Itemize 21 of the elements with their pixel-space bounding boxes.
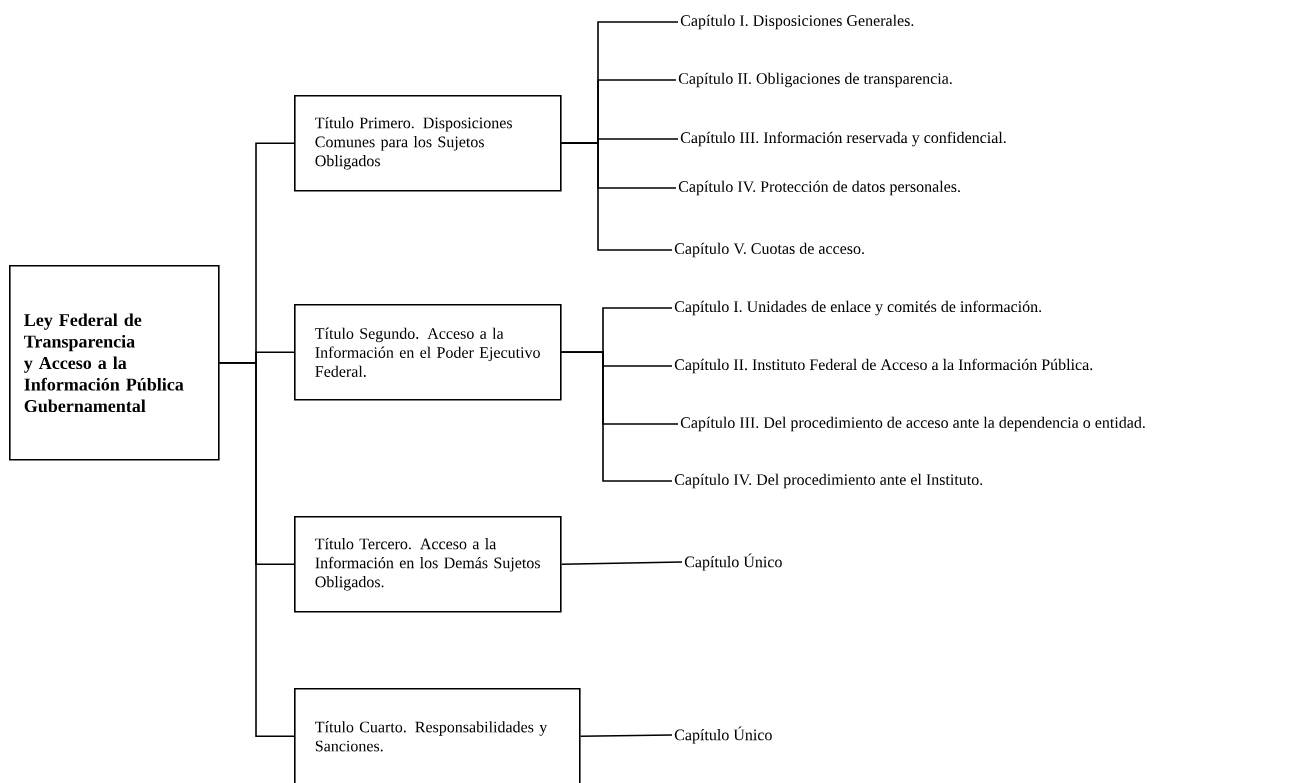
- chapter-label: Capítulo IV. Del procedimiento ante el Instituto.: [674, 473, 983, 489]
- chapter-label: Capítulo IV. Protección de datos personales.: [678, 180, 960, 196]
- chapter-label: Capítulo II. Instituto Federal de Acceso a la Información Pública.: [674, 358, 1093, 374]
- section-box: Título Cuarto. Responsabilidades y Sanciones.: [294, 688, 581, 783]
- chapter-label: Capítulo III. Del procedimiento de acceso ante la dependencia o entidad.: [680, 416, 1145, 432]
- section-box: Título Segundo. Acceso a la Información en el Poder Ejecutivo Federal.: [294, 304, 562, 401]
- connector-line: [560, 142, 673, 251]
- section-box: Título Primero. Disposiciones Comunes para los Sujetos Obligados: [294, 95, 562, 192]
- chapter-label: Capítulo I. Unidades de enlace y comités de información.: [674, 300, 1042, 316]
- connector-line: [218, 362, 295, 738]
- title-box: Ley Federal de Transparencia y Acceso a la Información Pública Gubernamental: [9, 265, 220, 461]
- chapter-label: Capítulo I. Disposiciones Generales.: [680, 14, 914, 30]
- chapter-label: Capítulo II. Obligaciones de transparencia.: [678, 72, 952, 88]
- chapter-label: Capítulo Único: [684, 553, 782, 571]
- connector-line: [560, 561, 683, 566]
- chapter-label: Capítulo V. Cuotas de acceso.: [674, 242, 864, 258]
- chapter-label: Capítulo III. Información reservada y confidencial.: [680, 131, 1006, 147]
- chapter-label: Capítulo Único: [674, 726, 772, 744]
- section-box: Título Tercero. Acceso a la Información en los Demás Sujetos Obligados.: [294, 516, 562, 613]
- connector-line: [579, 734, 673, 738]
- connector-line: [560, 351, 673, 482]
